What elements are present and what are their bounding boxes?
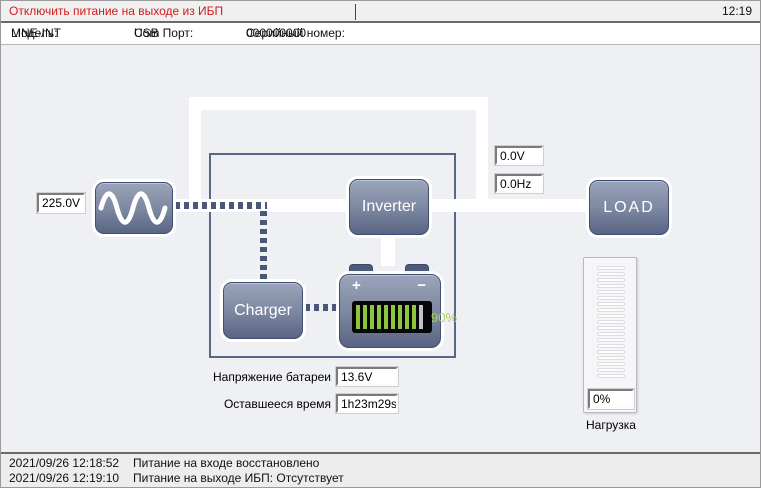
clock: 12:19 [721,4,752,18]
input-charger-wire-dotted [260,211,267,282]
battery-bar [391,305,395,329]
battery-charge-bars [356,305,426,329]
gauge-segment [597,266,625,270]
minus-icon: − [417,277,426,294]
input-voltage-field: 225.0V [37,193,85,213]
com-port-label: Com Порт: [134,26,194,40]
battery-bar [405,305,409,329]
load-gauge-segments [595,265,627,385]
gauge-segment [597,290,625,294]
battery-bar [398,305,402,329]
charger-button[interactable]: Charger [223,282,303,339]
serial-number-value: 000000000 [246,26,307,40]
charger-battery-wire-dotted [305,304,341,311]
log-entry: 2021/09/26 12:19:10 Питание на выходе ИБП… [9,471,760,486]
log-message: Питание на выходе ИБП: Отсутствует [133,471,344,485]
battery-bar [370,305,374,329]
gauge-segment [597,356,625,360]
battery-indicator: + − 90% [339,264,457,348]
load-gauge: 0% [583,257,637,413]
gauge-segment [597,332,625,336]
gauge-segment [597,302,625,306]
battery-percent: 90% [431,309,458,325]
gauge-segment [597,272,625,276]
gauge-segment [597,278,625,282]
inverter-button[interactable]: Inverter [349,179,429,235]
battery-voltage-label: Напряжение батареи [212,370,331,384]
com-port-value: USB [134,26,159,40]
battery-bar [384,305,388,329]
event-log: 2021/09/26 12:18:52 Питание на входе восс… [1,452,760,487]
toggle-output-power-command[interactable]: Отключить питание на выходе из ИБП [9,4,224,18]
battery-bar [419,305,423,329]
plus-icon: + [352,277,361,294]
gauge-segment [597,374,625,378]
battery-bar [412,305,416,329]
gauge-segment [597,326,625,330]
sine-wave-icon [98,191,168,225]
gauge-segment [597,362,625,366]
time-left-field: 1h23m29s [336,394,398,413]
load-button[interactable]: LOAD [589,180,669,235]
load-gauge-label: Нагрузка [586,418,636,432]
log-message: Питание на входе восстановлено [133,456,320,470]
ups-internal-box [209,153,456,358]
battery-bar [377,305,381,329]
battery-body: + − 90% [339,274,457,348]
battery-charge-display: 90% [352,301,457,333]
model-label: Модель: [11,26,58,40]
log-timestamp: 2021/09/26 12:19:10 [9,471,120,485]
battery-voltage-field: 13.6V [336,367,398,386]
bypass-pipe-top [189,97,488,110]
title-bar: Отключить питание на выходе из ИБП 12:19 [1,1,760,23]
gauge-segment [597,308,625,312]
ac-input-button[interactable] [95,182,173,234]
device-info-bar: Модель: LINE-INT Com Порт: USB Серийный … [1,23,760,45]
gauge-segment [597,314,625,318]
gauge-segment [597,344,625,348]
serial-number-label: Серийный номер: [246,26,345,40]
log-timestamp: 2021/09/26 12:18:52 [9,456,120,470]
gauge-segment [597,350,625,354]
output-frequency-field: 0.0Hz [495,174,543,193]
gauge-segment [597,320,625,324]
output-voltage-field: 0.0V [495,146,543,165]
time-left-label: Оставшееся время [223,397,331,411]
power-flow-diagram: 225.0V Inverter Charger LOAD 0.0V 0.0Hz … [1,46,760,452]
gauge-segment [597,296,625,300]
bypass-pipe-left [189,97,201,212]
battery-bar [363,305,367,329]
model-value: LINE-INT [11,26,62,40]
titlebar-divider [355,4,356,20]
log-entry: 2021/09/26 12:18:52 Питание на входе восс… [9,456,760,471]
load-percent-field: 0% [588,389,634,409]
inverter-battery-pipe [381,234,395,266]
gauge-segment [597,284,625,288]
gauge-segment [597,338,625,342]
input-wire-dotted [175,202,267,209]
bypass-pipe-right [476,97,488,212]
gauge-segment [597,368,625,372]
battery-bar [356,305,360,329]
